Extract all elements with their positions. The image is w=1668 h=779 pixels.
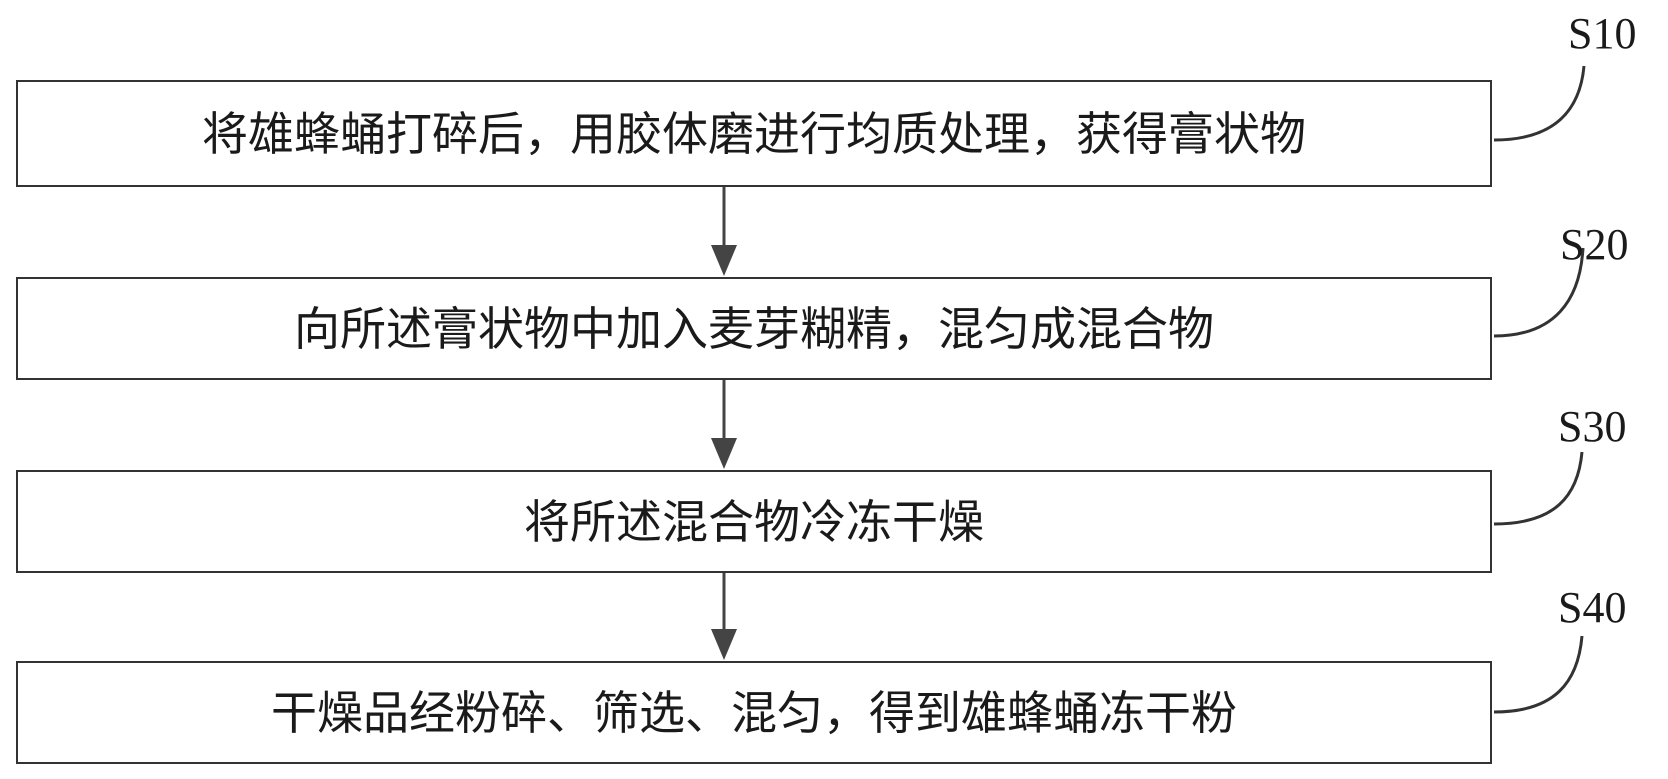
leader-line-s30 <box>1494 452 1582 524</box>
step-label-s10: S10 <box>1568 12 1636 56</box>
step-box-s20: 向所述膏状物中加入麦芽糊精，混匀成混合物 <box>16 277 1492 380</box>
flow-arrow-3 <box>711 573 737 660</box>
flow-arrow-1 <box>711 187 737 276</box>
step-text: 将所述混合物冷冻干燥 <box>524 499 984 545</box>
step-box-s10: 将雄蜂蛹打碎后，用胶体磨进行均质处理，获得膏状物 <box>16 80 1492 187</box>
step-text: 向所述膏状物中加入麦芽糊精，混匀成混合物 <box>294 306 1214 352</box>
step-label-s40: S40 <box>1558 586 1626 630</box>
step-box-s30: 将所述混合物冷冻干燥 <box>16 470 1492 573</box>
step-label-s20: S20 <box>1560 223 1628 267</box>
leader-line-s10 <box>1494 66 1584 140</box>
step-label-s30: S30 <box>1558 405 1626 449</box>
step-text: 将雄蜂蛹打碎后，用胶体磨进行均质处理，获得膏状物 <box>202 111 1306 157</box>
leader-line-s40 <box>1494 636 1582 712</box>
step-text: 干燥品经粉碎、筛选、混匀，得到雄蜂蛹冻干粉 <box>271 690 1237 736</box>
step-box-s40: 干燥品经粉碎、筛选、混匀，得到雄蜂蛹冻干粉 <box>16 661 1492 764</box>
flow-arrow-2 <box>711 380 737 469</box>
